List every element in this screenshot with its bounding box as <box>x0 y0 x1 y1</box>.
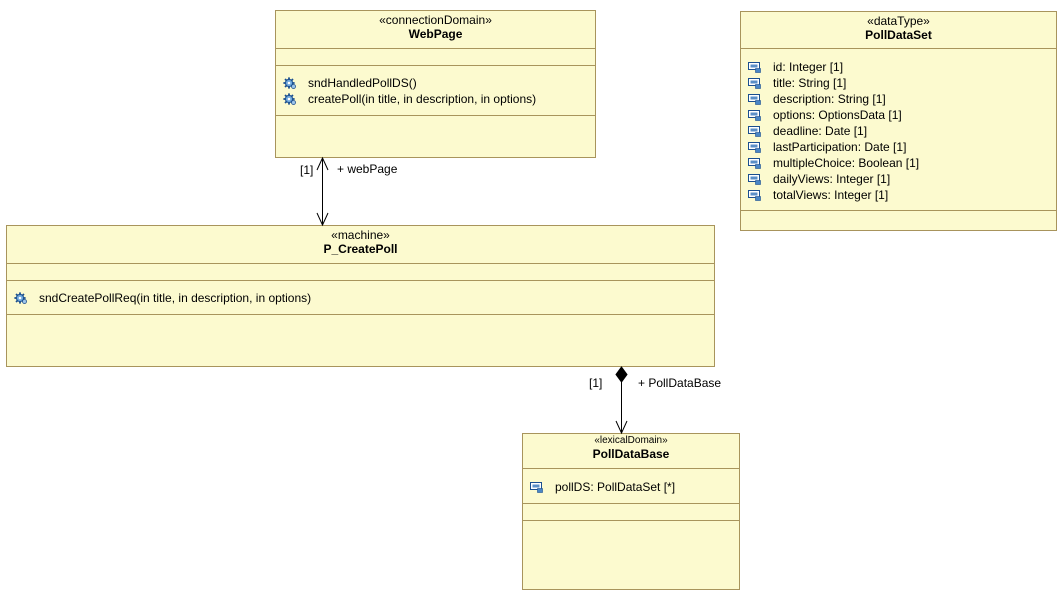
operation-row[interactable]: sndHandledPollDS() <box>283 75 595 91</box>
class-name: PollDataBase <box>592 447 670 461</box>
operation-label: sndHandledPollDS() <box>308 76 417 90</box>
operation-label: createPoll(in title, in description, in … <box>308 92 537 106</box>
attribute-compartment: id: Integer [1] title: String [1] descri… <box>741 49 1056 211</box>
attribute-icon <box>748 142 761 153</box>
attribute-row[interactable]: multipleChoice: Boolean [1] <box>748 155 1056 171</box>
class-name: PollDataSet <box>865 28 932 42</box>
attribute-compartment <box>276 49 595 66</box>
operation-gear-icon <box>14 292 27 304</box>
class-polldataset[interactable]: «dataType» PollDataSet id: Integer [1] t… <box>740 11 1057 231</box>
role-label: + PollDataBase <box>638 376 722 390</box>
attribute-icon <box>530 482 543 493</box>
navigability-arrowhead-down <box>316 212 329 227</box>
attribute-row[interactable]: deadline: Date [1] <box>748 123 1056 139</box>
attribute-label: title: String [1] <box>773 76 847 90</box>
attribute-label: lastParticipation: Date [1] <box>773 140 907 154</box>
attribute-row[interactable]: options: OptionsData [1] <box>748 107 1056 123</box>
operation-row[interactable]: sndCreatePollReq(in title, in descriptio… <box>14 290 714 306</box>
attribute-label: pollDS: PollDataSet [*] <box>555 480 676 494</box>
attribute-label: multipleChoice: Boolean [1] <box>773 156 920 170</box>
class-p-createpoll[interactable]: «machine» P_CreatePoll sndCreatePollReq(… <box>6 225 715 367</box>
stereotype-label: «dataType» <box>867 14 930 28</box>
attribute-icon <box>748 62 761 73</box>
attribute-label: description: String [1] <box>773 92 886 106</box>
class-name: WebPage <box>408 27 463 41</box>
attribute-compartment <box>7 264 714 281</box>
attribute-label: options: OptionsData [1] <box>773 108 902 122</box>
multiplicity-label: [1] <box>589 376 603 390</box>
association-webpage-pcreatepoll[interactable] <box>316 156 329 227</box>
navigability-arrowhead-up <box>316 156 329 171</box>
attribute-icon <box>748 78 761 89</box>
class-polldatabase[interactable]: «lexicalDomain» PollDataBase pollDS: Pol… <box>522 433 740 590</box>
operation-compartment <box>523 504 739 521</box>
class-header: «connectionDomain» WebPage <box>276 11 595 49</box>
class-header: «dataType» PollDataSet <box>741 12 1056 49</box>
attribute-icon <box>748 158 761 169</box>
class-webpage[interactable]: «connectionDomain» WebPage sndHandledPol… <box>275 10 596 158</box>
operation-gear-icon <box>283 77 296 89</box>
composition-pcreatepoll-polldatabase[interactable] <box>615 366 628 435</box>
attribute-icon <box>748 174 761 185</box>
multiplicity-label: [1] <box>300 163 314 177</box>
attribute-icon <box>748 94 761 105</box>
attribute-row[interactable]: dailyViews: Integer [1] <box>748 171 1056 187</box>
attribute-label: id: Integer [1] <box>773 60 844 74</box>
attribute-row[interactable]: totalViews: Integer [1] <box>748 187 1056 203</box>
operation-row[interactable]: createPoll(in title, in description, in … <box>283 91 595 107</box>
class-header: «machine» P_CreatePoll <box>7 226 714 264</box>
composition-diamond <box>615 366 628 383</box>
navigability-arrowhead-down <box>615 420 628 435</box>
operation-gear-icon <box>283 93 296 105</box>
attribute-label: dailyViews: Integer [1] <box>773 172 891 186</box>
attribute-label: deadline: Date [1] <box>773 124 868 138</box>
operation-compartment: sndCreatePollReq(in title, in descriptio… <box>7 281 714 315</box>
role-label: + webPage <box>337 162 398 176</box>
stereotype-label: «lexicalDomain» <box>594 435 668 446</box>
attribute-row[interactable]: description: String [1] <box>748 91 1056 107</box>
attribute-icon <box>748 110 761 121</box>
attribute-row[interactable]: id: Integer [1] <box>748 59 1056 75</box>
attribute-compartment: pollDS: PollDataSet [*] <box>523 469 739 504</box>
class-header: «lexicalDomain» PollDataBase <box>523 434 739 469</box>
operation-label: sndCreatePollReq(in title, in descriptio… <box>39 291 312 305</box>
attribute-icon <box>748 190 761 201</box>
class-name: P_CreatePoll <box>323 242 398 256</box>
operation-compartment: sndHandledPollDS() createPoll(in title, … <box>276 66 595 116</box>
attribute-label: totalViews: Integer [1] <box>773 188 889 202</box>
attribute-row[interactable]: title: String [1] <box>748 75 1056 91</box>
attribute-row[interactable]: pollDS: PollDataSet [*] <box>530 479 739 495</box>
stereotype-label: «connectionDomain» <box>379 13 492 27</box>
attribute-icon <box>748 126 761 137</box>
attribute-row[interactable]: lastParticipation: Date [1] <box>748 139 1056 155</box>
stereotype-label: «machine» <box>331 228 390 242</box>
